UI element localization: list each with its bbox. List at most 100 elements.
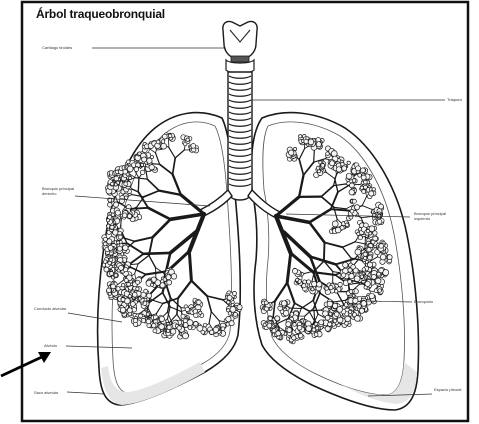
alveolus xyxy=(372,188,375,191)
alveolus xyxy=(349,310,352,313)
alveolus xyxy=(354,276,360,282)
alveolus xyxy=(103,237,107,241)
alveolus xyxy=(349,274,354,279)
alveolus xyxy=(227,309,230,312)
alveolus xyxy=(299,334,303,338)
bronchus-branch xyxy=(365,238,366,249)
alveolus xyxy=(361,301,367,307)
alveolus xyxy=(111,284,116,289)
alveolus xyxy=(345,316,351,322)
alveolus xyxy=(161,143,167,149)
alveolus xyxy=(325,315,330,320)
alveolus xyxy=(132,292,137,297)
bronchus-branch xyxy=(309,310,321,311)
alveolus xyxy=(335,227,341,233)
bronchus-branch xyxy=(324,243,325,262)
alveolus xyxy=(364,256,367,259)
alveolus xyxy=(307,280,311,284)
larynx xyxy=(223,21,257,73)
alveolus xyxy=(210,330,214,334)
alveolus xyxy=(227,295,232,300)
label-cartilago-tiroides: Cartílago tiroides xyxy=(42,45,72,50)
alveolus xyxy=(368,255,373,260)
alveolus xyxy=(116,287,120,291)
alveolus xyxy=(314,333,318,337)
alveolus xyxy=(373,231,377,235)
alveolus xyxy=(136,280,140,284)
label-conducto-alveolar: Conducto alveolar xyxy=(34,306,68,311)
alveolus xyxy=(167,280,172,285)
pointer-arrow xyxy=(1,352,51,376)
alveolus xyxy=(104,260,108,264)
alveolus xyxy=(232,291,236,295)
alveolus xyxy=(348,280,352,284)
alveolus xyxy=(357,304,361,308)
alveolus xyxy=(108,203,113,208)
alveolus xyxy=(304,139,308,143)
alveolus xyxy=(114,274,118,278)
alveolus xyxy=(191,144,196,149)
alveolus xyxy=(125,196,128,199)
alveolus xyxy=(333,319,337,323)
alveolus xyxy=(292,336,296,340)
alveolus xyxy=(124,182,128,186)
alveolus xyxy=(186,138,189,141)
alveolus xyxy=(139,314,143,318)
alveolus xyxy=(363,180,367,184)
alveolus xyxy=(328,322,332,326)
alveolus xyxy=(146,319,151,324)
alveolus xyxy=(108,245,113,250)
alveolus xyxy=(140,170,145,175)
diagram-title: Árbol traqueobronquial xyxy=(36,7,165,21)
label-espacio-pleural: Espacio pleural xyxy=(434,387,464,392)
alveolus xyxy=(341,273,345,277)
alveolus xyxy=(336,167,341,172)
alveolus xyxy=(114,176,119,181)
alveolus xyxy=(128,295,131,298)
alveolus xyxy=(369,191,374,196)
alveolus xyxy=(159,324,165,330)
label-bronquio-principal-izquierdo: Bronquio principal izquierdo xyxy=(414,211,458,221)
alveolus xyxy=(380,254,386,260)
alveolus xyxy=(365,281,370,286)
alveolus xyxy=(350,209,354,213)
alveolus xyxy=(138,152,141,155)
alveolus xyxy=(311,288,314,291)
alveolus xyxy=(303,280,307,284)
alveolus xyxy=(363,252,367,256)
alveolus xyxy=(332,323,335,326)
alveolus xyxy=(329,285,333,289)
alveolus xyxy=(162,134,167,139)
alveolus xyxy=(226,316,231,321)
alveolus xyxy=(317,282,322,287)
alveolus xyxy=(377,219,382,224)
alveolus xyxy=(227,301,230,304)
alveolus xyxy=(110,272,114,276)
alveolus xyxy=(264,301,268,305)
alveolus xyxy=(346,173,352,179)
alveolus xyxy=(349,190,354,195)
alveolus xyxy=(355,205,360,210)
alveolus xyxy=(350,183,355,188)
alveolus xyxy=(358,173,362,177)
alveolus xyxy=(293,323,297,327)
alveolus xyxy=(103,242,107,246)
alveolus xyxy=(122,213,127,218)
alveolus xyxy=(106,219,109,222)
alveolus xyxy=(312,328,316,332)
alveolus xyxy=(378,289,382,293)
alveolus xyxy=(147,293,152,298)
alveolus xyxy=(297,325,302,330)
alveolus xyxy=(364,185,368,189)
alveolus xyxy=(331,151,337,157)
alveolus xyxy=(283,310,289,316)
alveolus xyxy=(133,322,137,326)
alveolus xyxy=(329,312,332,315)
alveolus xyxy=(237,305,242,310)
alveolus xyxy=(136,287,139,290)
alveolus xyxy=(150,283,153,286)
alveolus xyxy=(166,275,171,280)
alveolus xyxy=(111,213,114,216)
alveolus xyxy=(153,329,157,333)
